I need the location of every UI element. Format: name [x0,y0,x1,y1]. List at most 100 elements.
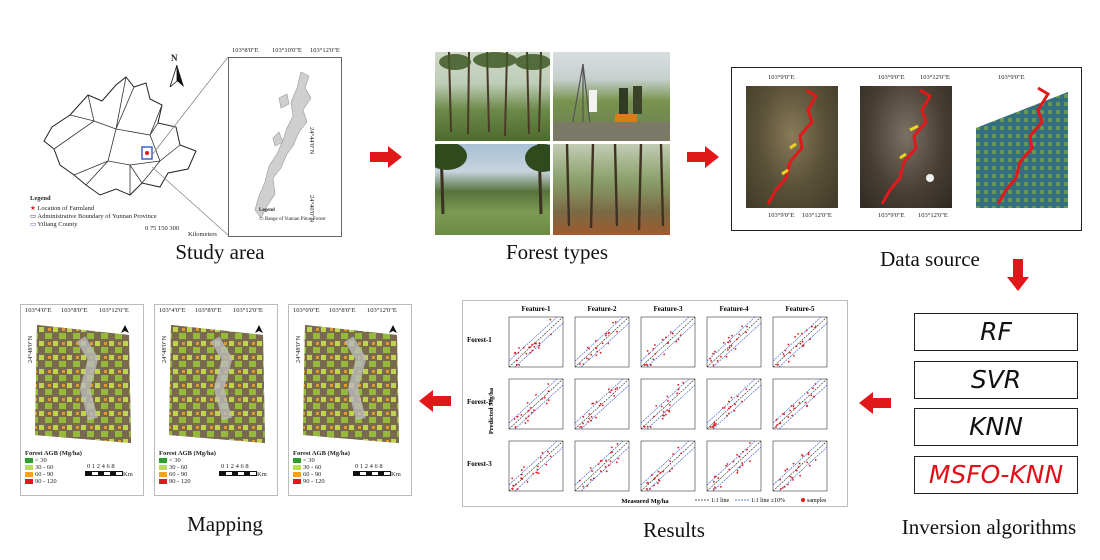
sample-point [521,478,524,480]
sample-point [649,488,651,490]
legend-farmland: ★ Location of Farmland [30,205,95,212]
forest-photos [435,52,670,235]
sample-point [662,470,664,473]
sample-point [727,407,730,410]
sample-point [795,469,798,472]
sample-point [714,486,716,489]
sample-point [527,409,530,412]
sample-point [783,486,786,488]
line-1to1 [508,378,564,430]
sample-point [599,460,602,462]
sample-point [610,389,613,392]
legend-swatch [159,472,167,477]
sample-point [809,338,811,341]
sample-point [657,478,660,481]
line-1to1 [772,378,828,430]
row-header: Forest-1 [467,336,492,344]
sample-point [516,359,518,362]
sample-point [608,464,610,467]
line-plus-10 [574,316,624,362]
line-1to1 [574,378,630,430]
sample-point [728,468,731,471]
scale-bar [85,471,123,476]
legend-swatch [159,458,167,463]
sample-point [814,383,817,385]
sample-point [586,485,589,487]
line-minus-10 [646,322,696,368]
legend-swatch [293,458,301,463]
sample-point [657,470,660,473]
forest-photo-1 [435,52,550,141]
sample-point [786,468,789,471]
sample-point [719,486,722,488]
sample-point [734,348,737,350]
sample-point [667,341,669,344]
sample-point [723,407,726,409]
sample-point [655,405,658,407]
line-minus-10 [712,446,762,492]
sample-point [530,411,533,414]
line-minus-10 [514,384,564,430]
sample-point [789,351,791,354]
sample-point [597,463,600,465]
sample-point [717,477,720,479]
sample-point [653,484,655,487]
sample-point [709,357,712,360]
scale-bar [353,471,391,476]
sample-point [749,442,751,444]
sample-point [789,409,791,412]
sample-point [665,413,667,416]
sample-point [586,346,589,349]
sample-point [668,470,671,473]
line-plus-10 [640,378,690,424]
sample-point [775,426,777,428]
sample-point [730,396,733,399]
sample-point [615,461,618,464]
sample-point [660,405,663,408]
coord-top-3: 103°12'0"E [310,47,340,54]
sample-point [654,344,656,346]
sample-point [547,383,550,385]
sample-point [810,394,813,397]
sample-point [645,488,648,490]
sample-point [533,346,536,348]
coord-right-2: 24°40'0"N [308,195,315,223]
sample-point [549,318,552,321]
sample-point [661,338,664,341]
legend-swatch [25,458,33,463]
sample-point [598,404,601,407]
sample-point [529,407,532,409]
legend-swatch [159,465,167,470]
sample-point [526,402,529,404]
sample-point [677,338,680,341]
sample-point [668,404,671,406]
data-source-panel: 103°9'0"E 103°9'0"E 103°12'0"E 103°9'0"E… [731,67,1082,231]
sample-point [541,397,543,400]
sample-point [807,451,810,454]
sample-point [736,395,739,398]
sample-point [580,426,583,428]
column-header: Feature-2 [587,305,617,313]
line-1to1 [772,316,828,368]
sample-point [729,405,732,408]
sample-point [656,474,659,477]
sample-point [591,402,594,405]
sample-point [749,460,751,463]
sample-point [549,455,552,458]
line-1to1 [706,440,762,492]
sample-point [537,472,540,475]
sample-point [531,343,533,346]
sample-point [599,351,602,354]
sample-point [595,401,598,403]
sample-point [804,401,807,404]
imagery-1 [746,86,838,208]
legend-boundary: ▭ Administrative Boundary of Yunnan Prov… [30,213,157,220]
sample-point [787,360,790,363]
coord-right-1: 24°44'0"N [308,127,315,155]
sample-point [736,454,738,456]
province-map [43,76,197,196]
sample-point [712,426,715,428]
sample-point [582,485,585,488]
sample-point [537,346,540,349]
legend-swatch [293,479,301,484]
